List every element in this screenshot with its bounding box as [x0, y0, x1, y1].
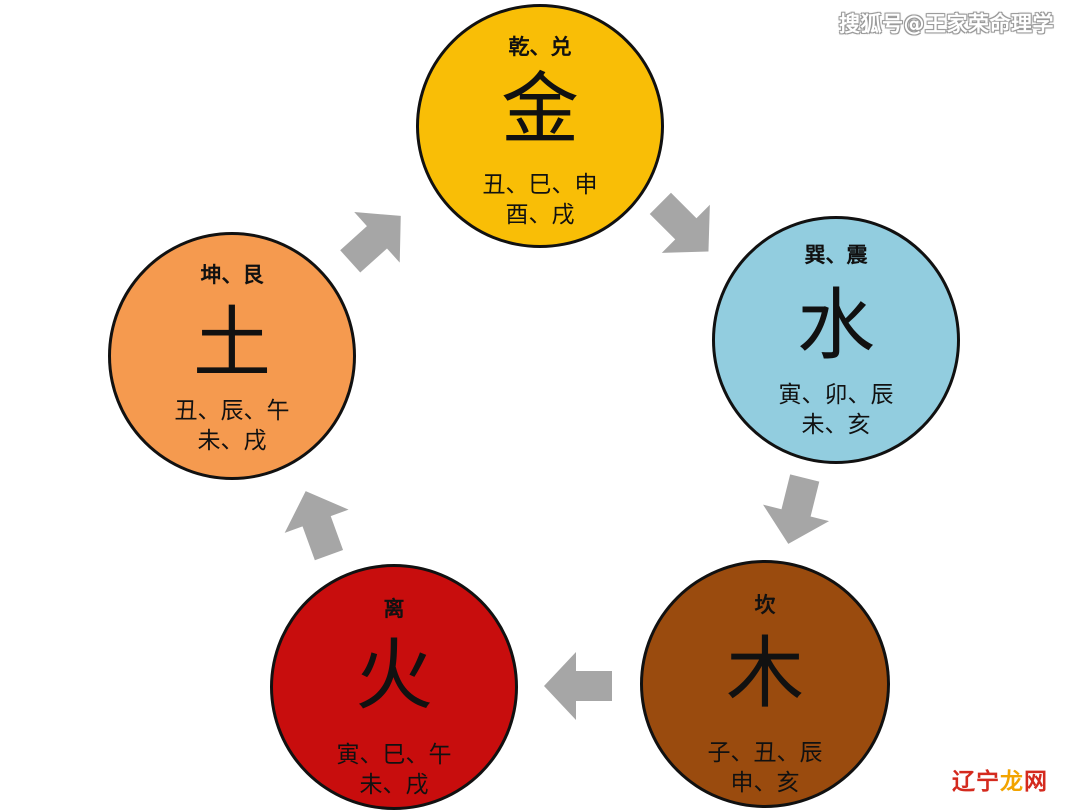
fire-node: 离 火 寅、巳、午 未、戌	[270, 564, 518, 810]
fire-element-glyph: 火	[354, 631, 433, 721]
earth-trigrams: 坤、艮	[200, 263, 264, 287]
fire-branches-line1: 寅、巳、午	[336, 742, 452, 768]
water-node: 巽、震 水 寅、卯、辰 未、亥	[712, 216, 960, 464]
wood-node: 坎 木 子、丑、辰 申、亥	[640, 560, 890, 808]
earth-branches-line2: 未、戌	[197, 428, 267, 454]
metal-branches-line1: 丑、巳、申	[482, 172, 598, 198]
wood-trigrams: 坎	[754, 593, 776, 617]
water-branches-line1: 寅、卯、辰	[778, 382, 894, 408]
watermark-text: 搜狐号@王家荣命理学	[839, 12, 1054, 36]
metal-trigrams: 乾、兑	[508, 35, 572, 59]
arrow-water-to-wood	[763, 474, 830, 544]
arrow-fire-to-earth	[284, 491, 349, 561]
metal-branches-line2: 酉、戌	[505, 202, 575, 228]
fire-branches-line2: 未、戌	[359, 772, 429, 798]
water-element-glyph: 水	[796, 281, 875, 371]
wood-branches-line2: 申、亥	[730, 770, 800, 796]
arrow-earth-to-metal	[340, 212, 401, 273]
fire-trigrams: 离	[383, 597, 405, 621]
wood-element-glyph: 木	[725, 629, 804, 719]
water-trigrams: 巽、震	[804, 243, 868, 267]
arrow-metal-to-water	[649, 192, 710, 253]
metal-node: 乾、兑 金 丑、巳、申 酉、戌	[416, 4, 664, 248]
earth-node: 坤、艮 土 丑、辰、午 未、戌	[108, 232, 356, 480]
arrow-wood-to-fire	[544, 652, 612, 720]
metal-element-glyph: 金	[500, 65, 579, 155]
site-watermark: 辽宁龙网	[952, 762, 1048, 796]
earth-branches-line1: 丑、辰、午	[174, 398, 290, 424]
site-watermark-accent: 龙	[1000, 769, 1024, 795]
site-watermark-tail: 网	[1024, 769, 1048, 795]
wood-branches-line1: 子、丑、辰	[707, 740, 823, 766]
site-watermark-main: 辽宁	[952, 769, 1000, 795]
earth-element-glyph: 土	[192, 299, 271, 389]
water-branches-line2: 未、亥	[801, 412, 871, 438]
